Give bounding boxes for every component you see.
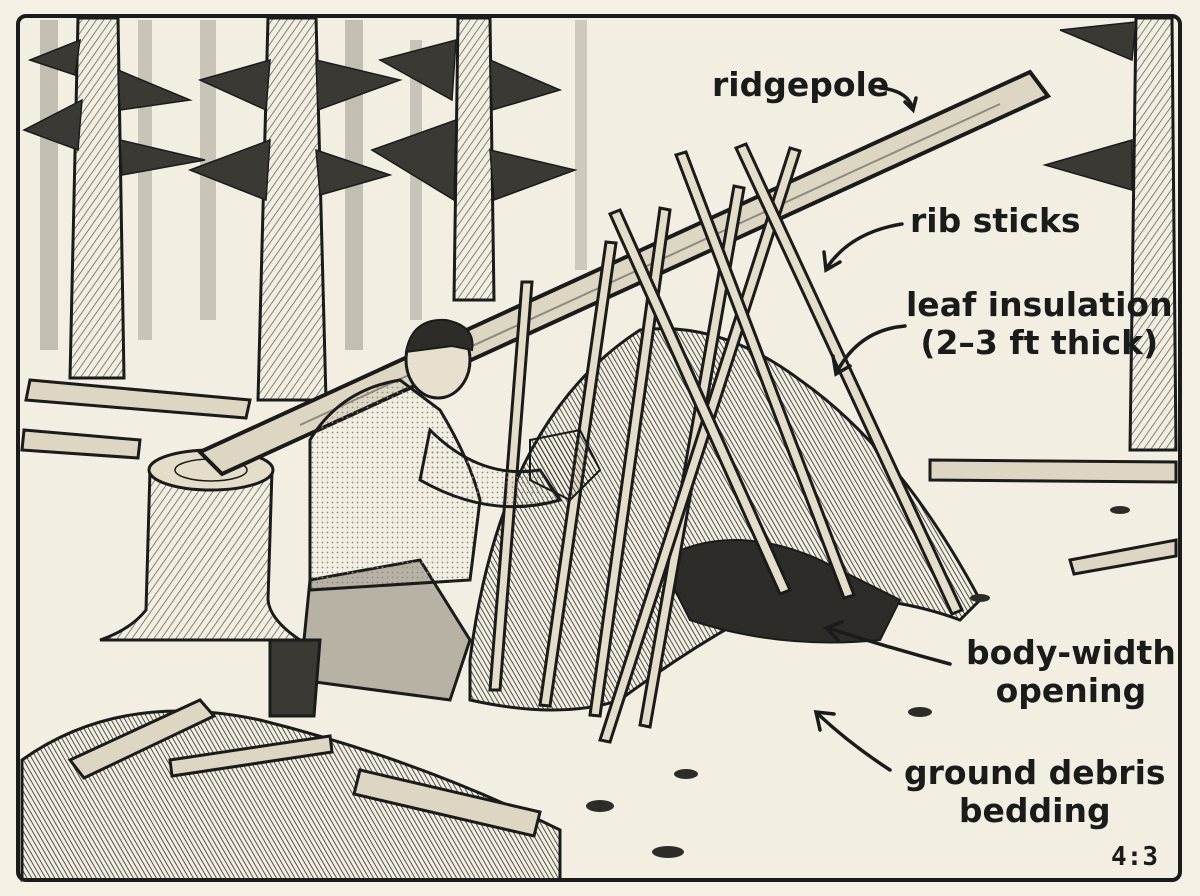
bedding-arrow [816, 712, 892, 772]
kneeling-person [268, 318, 602, 718]
label-leaf-insulation-line1: leaf insulation [906, 285, 1173, 324]
rib-sticks-arrowhead [822, 250, 842, 273]
label-bedding-line1: ground debris [904, 753, 1166, 792]
opening-arrowhead [822, 620, 844, 642]
tree-stump [99, 448, 305, 642]
label-ground-debris-bedding: ground debris bedding [904, 754, 1166, 830]
annotation-arrows [813, 86, 952, 772]
fir-branches [22, 21, 1137, 202]
aspect-ratio-tag: 4:3 [1111, 842, 1158, 872]
label-rib-sticks: rib sticks [910, 202, 1081, 240]
opening-arrow [826, 626, 952, 666]
rib-sticks-back [607, 142, 965, 616]
ridgepole-arrowhead [903, 96, 918, 114]
rib-sticks-arrow [826, 222, 904, 268]
label-opening-line1: body-width [966, 633, 1176, 672]
label-ridgepole-text: ridgepole [712, 65, 890, 104]
label-leaf-insulation-line2: (2–3 ft thick) [920, 323, 1159, 362]
label-body-width-opening: body-width opening [966, 634, 1176, 710]
label-rib-sticks-text: rib sticks [910, 201, 1081, 240]
leaf-insulation-arrowhead [831, 354, 852, 377]
tree-trunks [68, 16, 1178, 452]
scattered-leaves [586, 506, 1130, 858]
label-opening-line2: opening [995, 671, 1147, 710]
label-ridgepole: ridgepole [712, 66, 889, 104]
label-bedding-line2: bedding [958, 791, 1111, 830]
bedding-arrowhead [813, 709, 836, 732]
foreground-debris-pile [20, 698, 562, 882]
fallen-logs [20, 378, 1178, 576]
ridgepole-arrow [878, 86, 914, 108]
leaf-insulation-arrow [836, 324, 907, 372]
label-leaf-insulation: leaf insulation (2–3 ft thick) [906, 286, 1173, 362]
